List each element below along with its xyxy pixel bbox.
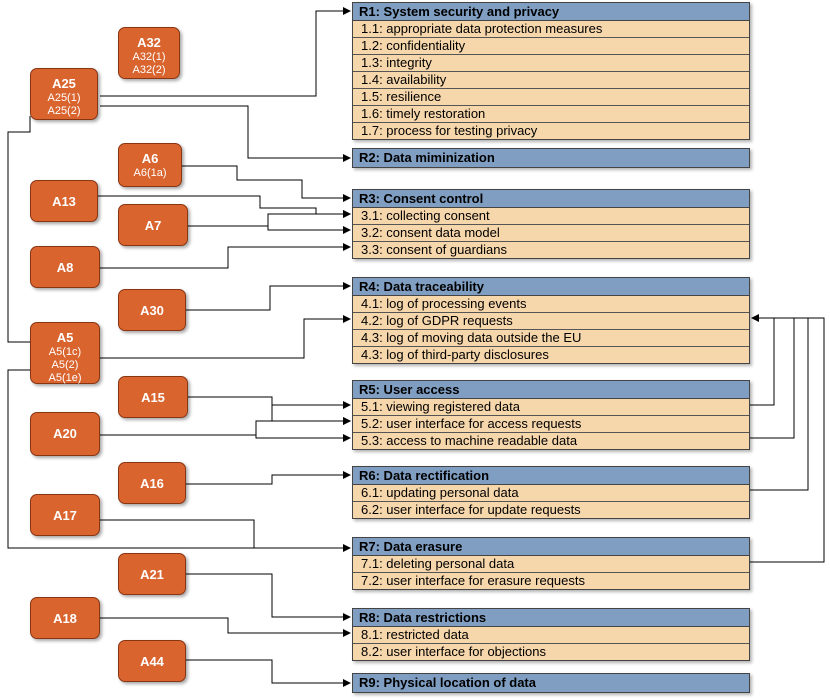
requirement-item: 4.1: log of processing events [353, 296, 749, 313]
requirement-item: 5.2: user interface for access requests [353, 416, 749, 433]
article-sub: A5(1c) [48, 346, 82, 358]
article-id: A13 [52, 194, 76, 209]
requirement-item: 3.2: consent data model [353, 225, 749, 242]
requirement-item: 7.2: user interface for erasure requests [361, 573, 586, 588]
connector-a7-r3-2 [267, 226, 351, 234]
article-id: A6 [141, 151, 159, 166]
requirement-item: 6.1: updating personal data [353, 485, 749, 502]
requirement-item: 4.2: log of GDPR requests [353, 313, 749, 330]
article-id: A21 [140, 567, 164, 582]
requirement-r7: R7: Data erasure 7.1: deleting personal … [352, 537, 750, 590]
article-id: A32 [137, 35, 161, 50]
requirement-r9: R9: Physical location of data [352, 673, 750, 693]
article-a17: A17 [30, 494, 100, 536]
connector-r7-r4 [750, 317, 825, 563]
requirement-item: 5.3: access to machine readable data [361, 433, 578, 448]
connector-a16-r6 [186, 471, 351, 485]
connector-a30-r4 [186, 282, 351, 311]
requirement-item: 5.1: viewing registered data [353, 399, 749, 416]
requirement-r4: R4: Data traceability 4.1: log of proces… [352, 277, 750, 364]
article-a32: A32 A32(1) A32(2) [118, 27, 180, 79]
requirement-item: 1.1: appropriate data protection measure… [353, 21, 749, 38]
requirement-item: 3.3: consent of guardians [361, 242, 507, 257]
connector-r5-r4 [750, 314, 775, 406]
requirement-r3: R3: Consent control 3.1: collecting cons… [352, 189, 750, 259]
requirement-r8: R8: Data restrictions 8.1: restricted da… [352, 608, 750, 661]
article-id: A5 [56, 330, 74, 345]
requirement-item: 8.2: user interface for objections [361, 644, 546, 659]
connector-a20-r5 [100, 417, 351, 436]
article-sub: A25(2) [47, 105, 81, 117]
article-id: A15 [141, 390, 165, 405]
requirement-r5: R5: User access 5.1: viewing registered … [352, 380, 750, 450]
article-a30: A30 [118, 289, 186, 331]
requirement-item: 3.1: collecting consent [353, 208, 749, 225]
requirement-r6: R6: Data rectification 6.1: updating per… [352, 466, 750, 519]
requirement-title: R8: Data restrictions [353, 609, 749, 627]
article-a16: A16 [118, 462, 186, 504]
connector-a15-r5-2 [271, 405, 351, 425]
article-a6: A6 A6(1a) [118, 143, 182, 187]
article-id: A8 [56, 260, 74, 275]
requirement-item: 1.2: confidentiality [353, 38, 749, 55]
requirement-r2: R2: Data miminization [352, 148, 750, 168]
article-sub: A5(2) [51, 359, 79, 371]
article-a20: A20 [30, 412, 100, 456]
requirement-item: 1.7: process for testing privacy [361, 123, 538, 138]
article-a7: A7 [118, 204, 188, 246]
article-a44: A44 [118, 640, 186, 682]
article-id: A16 [140, 476, 164, 491]
article-id: A17 [53, 508, 77, 523]
article-sub: A32(1) [132, 51, 166, 63]
article-a5: A5 A5(1c) A5(2) A5(1e) [30, 322, 100, 384]
connector-a21-r8 [186, 573, 351, 621]
article-a18: A18 [30, 597, 100, 639]
article-id: A7 [144, 218, 162, 233]
connector-a25-a5-loop [7, 116, 31, 343]
requirement-title: R7: Data erasure [353, 538, 749, 556]
article-id: A30 [140, 303, 164, 318]
requirement-title: R6: Data rectification [353, 467, 749, 485]
requirement-title: R3: Consent control [353, 190, 749, 208]
requirement-title: R5: User access [353, 381, 749, 399]
connector-a17-r7 [100, 519, 255, 548]
requirement-r1: R1: System security and privacy 1.1: app… [352, 2, 750, 140]
connector-a6-r3 [182, 165, 351, 202]
connector-r5-3-r4 [750, 318, 795, 439]
article-sub: A25(1) [47, 92, 81, 104]
connector-r6-r4 [750, 318, 809, 491]
requirement-title: R1: System security and privacy [353, 3, 749, 21]
article-a13: A13 [30, 180, 98, 222]
connector-a8-r3-3 [100, 243, 351, 269]
article-id: A20 [53, 426, 77, 441]
article-sub: A32(2) [132, 64, 166, 76]
requirement-title: R4: Data traceability [353, 278, 749, 296]
connector-a15-r5 [188, 396, 351, 409]
requirement-title: R2: Data miminization [353, 149, 749, 167]
connector-a18-r8 [100, 617, 351, 637]
connector-a20-r5-3 [255, 434, 351, 442]
requirement-item: 4.3: log of moving data outside the EU [353, 330, 749, 347]
requirement-title: R9: Physical location of data [353, 674, 749, 692]
requirement-item: 8.1: restricted data [353, 627, 749, 644]
article-a8: A8 [30, 246, 100, 288]
requirement-item: 6.2: user interface for update requests [361, 502, 581, 517]
connector-a44-r9 [186, 659, 351, 687]
connector-a7-r3-1 [188, 210, 351, 227]
article-id: A44 [140, 654, 164, 669]
requirement-item: 4.3: log of third-party disclosures [361, 347, 549, 362]
article-a25: A25 A25(1) A25(2) [30, 68, 98, 120]
article-a21: A21 [118, 553, 186, 595]
requirement-item: 1.4: availability [353, 72, 749, 89]
requirement-item: 1.5: resilience [353, 89, 749, 106]
requirement-item: 1.3: integrity [353, 55, 749, 72]
article-id: A25 [52, 76, 76, 91]
article-sub: A5(1e) [48, 372, 82, 384]
requirement-item: 7.1: deleting personal data [353, 556, 749, 573]
article-id: A18 [53, 611, 77, 626]
article-sub: A6(1a) [133, 167, 167, 179]
article-a15: A15 [118, 376, 188, 418]
requirement-item: 1.6: timely restoration [353, 106, 749, 123]
